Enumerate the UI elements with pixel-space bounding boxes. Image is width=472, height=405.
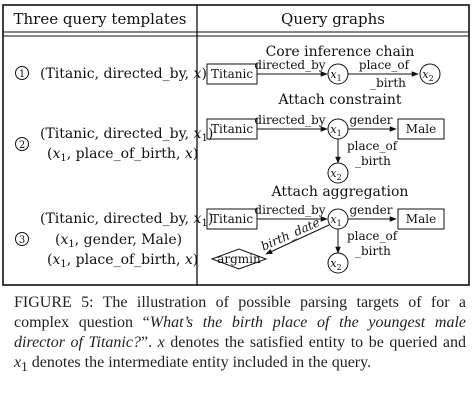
row-3-graph-title: Attach aggregation (271, 184, 409, 200)
row-3-template-2: (x1, gender, Male) (55, 232, 182, 250)
row-3-entity-male (397, 208, 445, 230)
row-2-node-x1: x1 (327, 118, 349, 140)
query-graph-figure: Three query templates Query graphs 1 (Ti… (2, 4, 470, 286)
row-2-node-x2: x2 (327, 162, 349, 184)
row-1: 1 (Titanic, directed_by, x) Core inferen… (15, 44, 441, 90)
row-2-graph-title: Attach constraint (277, 92, 401, 108)
row-2-edge-birth-label: _birth (355, 154, 391, 168)
row-3-template-1: (Titanic, directed_by, x1) (40, 211, 213, 229)
row-2: 2 (Titanic, directed_by, x1) (x1, place_… (15, 92, 445, 184)
caption-text-1: The illustration of possible parsing tar… (14, 294, 467, 331)
row-2-marker: 2 (15, 137, 29, 151)
row-2-edge-gender-label: gender (349, 113, 392, 127)
svg-text:3: 3 (19, 235, 25, 246)
caption-text-2: ”. (140, 334, 158, 351)
row-1-node-x2: x2 (419, 63, 441, 85)
row-1-edge-directed-by-label: directed_by (254, 58, 325, 72)
svg-text:x1: x1 (330, 68, 341, 83)
header-graphs: Query graphs (281, 10, 385, 28)
row-3-edge-gender-label: gender (349, 203, 392, 217)
row-2-entity-label: Titanic (211, 122, 253, 136)
row-2-template-2: (x1, place_of_birth, x) (47, 146, 198, 164)
row-3-edge-directed-by-label: directed_by (254, 203, 325, 217)
row-1-marker: 1 (15, 66, 29, 80)
row-3-argmin-label: argmin (217, 252, 261, 266)
caption-var-x: x (157, 334, 165, 351)
row-2-edge-directed-by-label: directed_by (254, 113, 325, 127)
caption-label: FIGURE 5: (14, 294, 94, 311)
caption-text-3: denotes the satisfied entity to be queri… (164, 334, 466, 351)
row-3-male-label: Male (406, 212, 436, 226)
row-2-entity-male (397, 118, 445, 140)
row-3-argmin-diamond (210, 248, 268, 270)
svg-text:x1: x1 (330, 213, 341, 228)
svg-text:x2: x2 (330, 167, 341, 182)
row-3: 3 (Titanic, directed_by, x1) (x1, gender… (15, 184, 445, 274)
table-frame (2, 4, 470, 286)
row-3-edge-place-of-label: place_of (347, 229, 399, 243)
svg-text:x2: x2 (422, 68, 433, 83)
row-2-edge-place-of-label: place_of (347, 139, 399, 153)
figure-caption: FIGURE 5: The illustration of possible p… (14, 293, 466, 377)
header-templates: Three query templates (14, 10, 187, 28)
row-3-edge-birth-date (265, 224, 330, 255)
row-3-edge-birth-date-label: birth_date (259, 215, 322, 253)
row-3-node-x2: x2 (327, 252, 349, 274)
svg-text:1: 1 (19, 69, 25, 80)
row-1-edge-birth-label: _birth (370, 76, 406, 90)
row-1-template-1: (Titanic, directed_by, x) (40, 66, 207, 82)
row-2-template-1: (Titanic, directed_by, x1) (40, 126, 213, 144)
row-3-marker: 3 (15, 232, 29, 246)
row-3-template-3: (x1, place_of_birth, x) (47, 252, 198, 270)
row-3-edge-birth-label: _birth (355, 244, 391, 258)
svg-text:x1: x1 (330, 123, 341, 138)
row-3-entity-label: Titanic (211, 212, 253, 226)
caption-question: What’s the birth place of the youngest m… (14, 314, 467, 351)
row-2-male-label: Male (406, 122, 436, 136)
caption-var-x1-sub: 1 (21, 359, 28, 375)
svg-text:2: 2 (19, 140, 25, 151)
caption-var-x1: x (14, 354, 22, 371)
row-1-entity-label: Titanic (211, 67, 253, 81)
row-1-edge-place-of-label: place_of (359, 58, 411, 72)
row-3-node-x1: x1 (327, 208, 349, 230)
row-1-graph-title: Core inference chain (266, 44, 415, 60)
svg-text:x2: x2 (330, 257, 341, 272)
caption-text-4: denotes the intermediate entity included… (27, 354, 372, 371)
row-1-node-x1: x1 (327, 63, 349, 85)
